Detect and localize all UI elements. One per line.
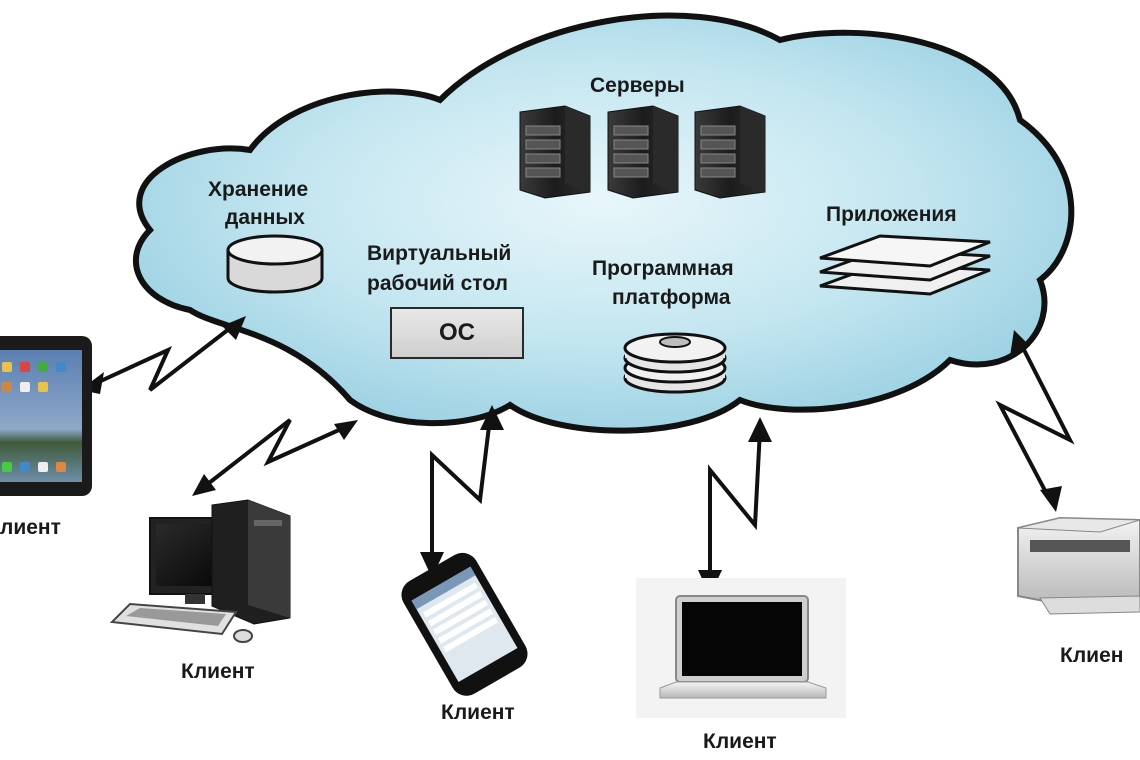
desktop-client-label: Клиент xyxy=(181,660,255,683)
os-label: ОС xyxy=(439,319,475,346)
servers-label: Серверы xyxy=(590,74,685,97)
data-storage-icon xyxy=(226,234,324,294)
applications-icon xyxy=(819,234,991,296)
smartphone-client-icon xyxy=(401,552,528,696)
printer-client-label: Клиен xyxy=(1060,644,1124,667)
tablet-client-label: лиент xyxy=(0,516,61,539)
platform-label-line1: Программная xyxy=(592,257,734,280)
os-box: ОС xyxy=(390,307,524,359)
desktop-label-line1: Виртуальный xyxy=(367,242,512,265)
servers-icon xyxy=(519,105,766,199)
printer-client-icon xyxy=(1017,516,1140,615)
desktop-pc-client-icon xyxy=(109,499,291,643)
connection-arrows xyxy=(91,320,1075,583)
cloud-shape xyxy=(132,12,1075,434)
storage-label-line2: данных xyxy=(225,206,305,229)
platform-label-line2: платформа xyxy=(612,286,731,309)
laptop-client-icon xyxy=(636,578,846,718)
storage-label-line1: Хранение xyxy=(208,178,309,201)
desktop-label-line2: рабочий стол xyxy=(367,272,508,295)
phone-client-label: Клиент xyxy=(441,701,515,724)
platform-disks-icon xyxy=(623,332,727,394)
applications-label: Приложения xyxy=(826,203,957,226)
laptop-client-label: Клиент xyxy=(703,730,777,753)
tablet-client-icon xyxy=(0,336,92,496)
